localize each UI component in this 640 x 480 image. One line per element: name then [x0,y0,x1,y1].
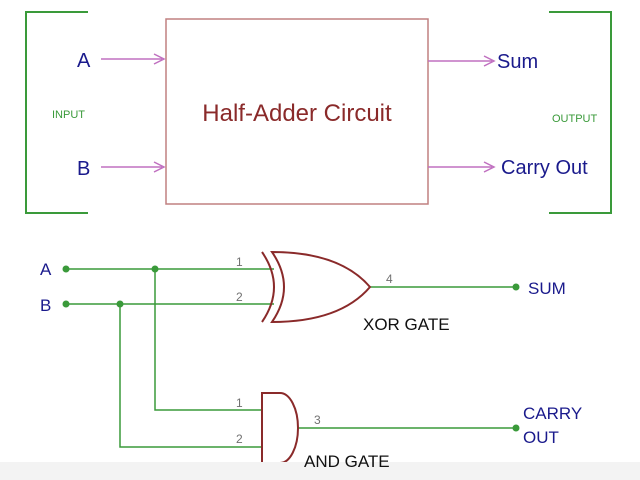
xor-gate-extra-curve [261,251,275,323]
output-label: OUTPUT [552,113,598,125]
input-a-arrowhead [153,53,166,65]
block-input-b-label: B [77,158,90,180]
input-bracket [25,11,88,214]
half-adder-title: Half-Adder Circuit [202,100,392,127]
output-bracket [549,11,612,214]
wire-b-to-and [119,304,262,448]
schematic-input-a-label: A [40,260,52,279]
carry-output-label-line1: CARRY [523,404,582,423]
xor-gate-label: XOR GATE [363,315,450,334]
bottom-strip [0,462,640,480]
sum-arrowhead [483,55,496,67]
xor-pin-4: 4 [386,272,393,286]
gate-schematic: A B 1 2 4 XOR GATE [40,250,582,464]
and-gate-body [261,392,299,464]
xor-pin-1: 1 [236,255,243,269]
half-adder-box [165,18,429,205]
junction-a-dot [151,265,159,273]
terminal-b-dot [62,300,70,308]
block-diagram: INPUT OUTPUT Half-Adder Circuit A B Sum … [25,11,612,214]
wires [66,268,516,448]
junctions [62,265,520,432]
block-sum-label: Sum [497,51,538,73]
xor-gate-body [270,250,372,324]
and-pin-2: 2 [236,432,243,446]
junction-b-dot [116,300,124,308]
sum-output-label: SUM [528,279,566,298]
block-input-a-label: A [77,50,91,72]
input-label: INPUT [52,109,85,121]
schematic-input-b-label: B [40,296,51,315]
and-pin-1: 1 [236,396,243,410]
xor-pin-2: 2 [236,290,243,304]
terminal-carry-dot [512,424,520,432]
xor-gate [261,250,372,324]
block-carry-label: Carry Out [501,157,588,179]
terminal-a-dot [62,265,70,273]
terminal-sum-dot [512,283,520,291]
carry-arrowhead [483,161,496,173]
wire-a-to-and [154,269,262,411]
input-b-arrowhead [153,161,166,173]
and-pin-3: 3 [314,413,321,427]
carry-output-label-line2: OUT [523,428,559,447]
